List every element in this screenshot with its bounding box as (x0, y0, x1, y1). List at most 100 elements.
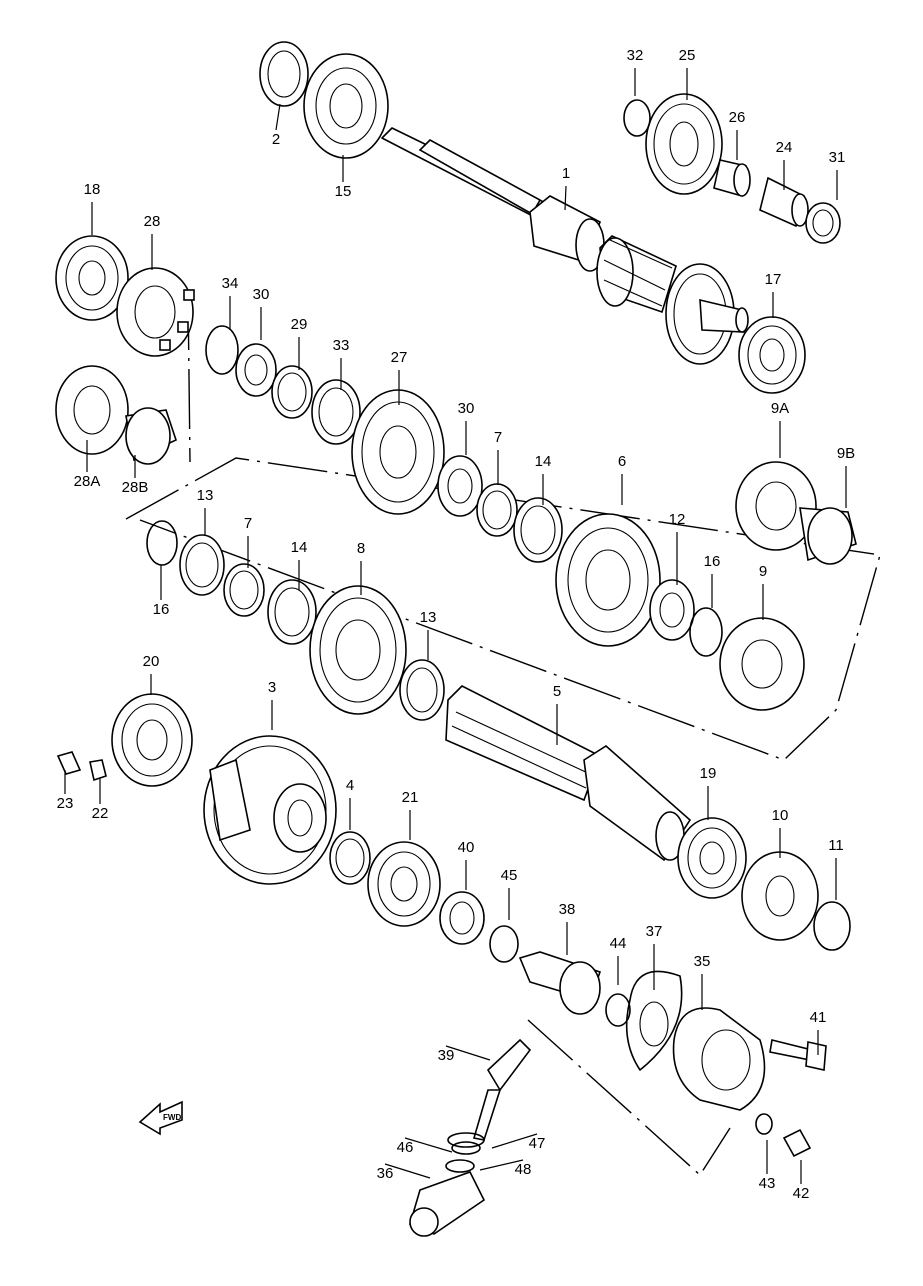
bushing-7b (223, 563, 265, 617)
washer-30 (235, 343, 277, 397)
callout-label-c36: 36 (377, 1165, 394, 1182)
callout-label-c22: 22 (92, 805, 109, 822)
circlip-16b (689, 607, 723, 657)
gear-27 (351, 389, 445, 515)
callout-c29: 29 (291, 316, 308, 370)
callout-label-c33: 33 (333, 337, 350, 354)
callout-label-c4: 4 (346, 777, 354, 794)
needle-bearing-14 (513, 497, 563, 563)
callout-c9b: 9B (837, 445, 855, 508)
callout-c32: 32 (627, 47, 643, 96)
gear-3 (203, 735, 337, 885)
callout-c35: 35 (694, 953, 711, 1010)
callout-c16b: 16 (704, 553, 720, 608)
callout-c27: 27 (391, 349, 408, 405)
callout-label-c30b: 30 (458, 400, 475, 417)
callout-c1: 1 (562, 165, 570, 211)
callout-c13b: 13 (420, 609, 436, 660)
callout-c23: 23 (57, 770, 74, 812)
washer-43 (755, 1113, 773, 1135)
shift-hub-28 (116, 267, 195, 357)
oring-44 (605, 993, 631, 1027)
callout-label-c31: 31 (829, 149, 846, 166)
callout-label-c19: 19 (700, 765, 717, 782)
callout-label-c26: 26 (729, 109, 746, 126)
callout-label-c18: 18 (84, 181, 101, 198)
bushing-29 (271, 365, 313, 419)
callout-c9a: 9A (771, 400, 789, 458)
circlip-11 (813, 901, 851, 951)
gear-8 (309, 585, 407, 715)
speedo-drive-38 (518, 951, 602, 1015)
callout-c26: 26 (729, 109, 746, 160)
fwd-arrow-icon: FWD (138, 1100, 183, 1136)
shift-hub-28A (55, 365, 129, 455)
callout-label-c47: 47 (529, 1135, 546, 1152)
callout-c37: 37 (646, 923, 662, 990)
callout-label-c28: 28 (144, 213, 161, 230)
callout-label-c38: 38 (559, 901, 576, 918)
callout-c19: 19 (700, 765, 717, 820)
callout-c38: 38 (559, 901, 576, 955)
bearing-19 (677, 817, 747, 899)
leader-line-c46 (404, 1137, 453, 1153)
washer-13 (179, 534, 225, 596)
callout-label-c15: 15 (335, 183, 352, 200)
bushing-31 (805, 202, 841, 244)
callout-c4: 4 (346, 777, 354, 830)
washer-12 (649, 579, 695, 641)
washer-45 (489, 925, 519, 963)
housing-35 (672, 1007, 766, 1111)
callout-label-c35: 35 (694, 953, 711, 970)
callout-label-c34: 34 (222, 275, 239, 292)
driveshaft-5 (445, 685, 692, 862)
washer-48 (445, 1159, 475, 1173)
callout-c7b: 7 (244, 515, 252, 568)
callout-c46: 46 (397, 1137, 453, 1156)
callout-c42: 42 (793, 1160, 809, 1202)
countershaft-1 (381, 127, 749, 365)
callout-c36: 36 (377, 1163, 431, 1182)
callout-label-c14b: 14 (291, 539, 308, 556)
callout-c18: 18 (84, 181, 101, 235)
callout-c30: 30 (253, 286, 269, 340)
bearing-20 (111, 693, 193, 787)
callout-c12: 12 (669, 511, 685, 585)
bushing-7 (476, 483, 518, 537)
callout-c20: 20 (143, 653, 159, 695)
callout-c40: 40 (458, 839, 475, 890)
callout-c10: 10 (772, 807, 789, 858)
callout-c30b: 30 (458, 400, 475, 455)
callout-label-c7: 7 (494, 429, 502, 446)
callout-label-c25: 25 (679, 47, 696, 64)
callout-label-c40: 40 (458, 839, 475, 856)
callout-label-c10: 10 (772, 807, 789, 824)
needle-bearing-33 (311, 379, 361, 445)
callout-label-c2: 2 (272, 131, 280, 148)
callout-label-c27: 27 (391, 349, 408, 366)
circlip-32 (623, 99, 651, 137)
callout-label-c5: 5 (553, 683, 561, 700)
callout-c22: 22 (92, 778, 109, 822)
gasket-37 (625, 970, 683, 1071)
callout-label-c7b: 7 (244, 515, 252, 532)
callout-c34: 34 (222, 275, 239, 330)
callout-c2: 2 (272, 103, 281, 148)
leader-line-c2 (275, 103, 281, 131)
callout-label-c17: 17 (765, 271, 782, 288)
callout-c31: 31 (829, 149, 846, 200)
callout-label-c23: 23 (57, 795, 74, 812)
leader-line-c1 (564, 185, 567, 211)
washer-46 (451, 1141, 481, 1155)
callout-c14: 14 (535, 453, 551, 505)
callout-c3: 3 (268, 679, 276, 730)
callout-label-c29: 29 (291, 316, 308, 333)
callout-c25: 25 (679, 47, 696, 100)
callout-label-c13: 13 (197, 487, 214, 504)
bearing-21 (367, 841, 441, 927)
callout-label-c45: 45 (501, 867, 518, 884)
leader-line-c36 (384, 1163, 431, 1179)
callout-label-c16: 16 (153, 601, 170, 618)
callout-label-c41: 41 (810, 1009, 827, 1026)
